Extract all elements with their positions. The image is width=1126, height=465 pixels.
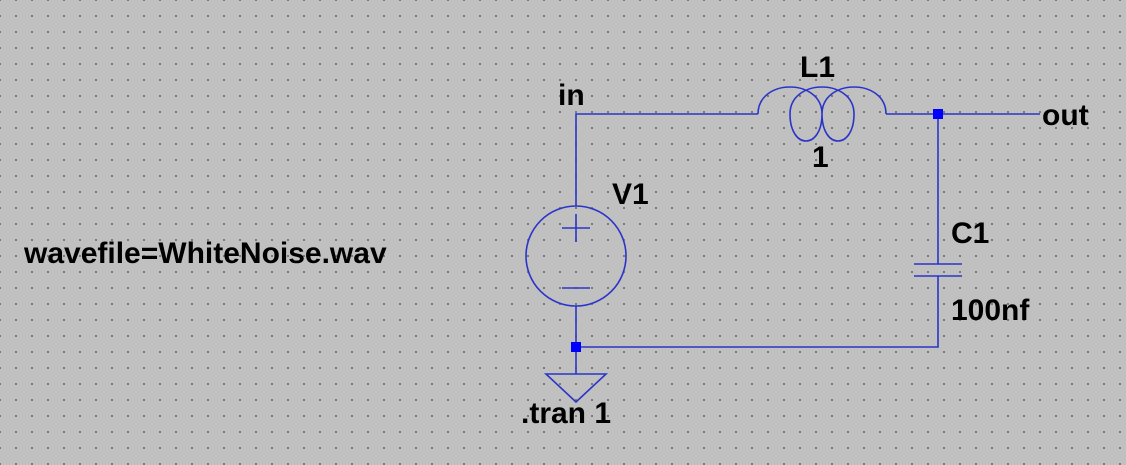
ground-icon[interactable]: [543, 373, 609, 404]
capacitor-c1-name[interactable]: C1: [951, 217, 990, 250]
net-label-out[interactable]: out: [1042, 99, 1089, 132]
capacitor-c1-symbol[interactable]: [914, 263, 962, 277]
wire-in-node[interactable]: [575, 113, 758, 206]
capacitor-c1-value[interactable]: 100nf: [951, 294, 1030, 327]
inductor-l1-value[interactable]: 1: [812, 141, 829, 174]
junction-ground: [571, 342, 581, 352]
inductor-l1-symbol[interactable]: [757, 86, 887, 142]
junction-out: [933, 109, 943, 119]
voltage-source-v1-value[interactable]: wavefile=WhiteNoise.wav: [24, 237, 387, 270]
spice-directive-tran[interactable]: .tran 1: [521, 397, 612, 430]
wire-c1-bottom[interactable]: [576, 276, 939, 348]
inductor-l1-name[interactable]: L1: [800, 51, 836, 84]
net-label-in[interactable]: in: [558, 79, 585, 112]
voltage-source-v1-symbol[interactable]: [525, 205, 627, 307]
voltage-source-v1-name[interactable]: V1: [612, 178, 649, 211]
